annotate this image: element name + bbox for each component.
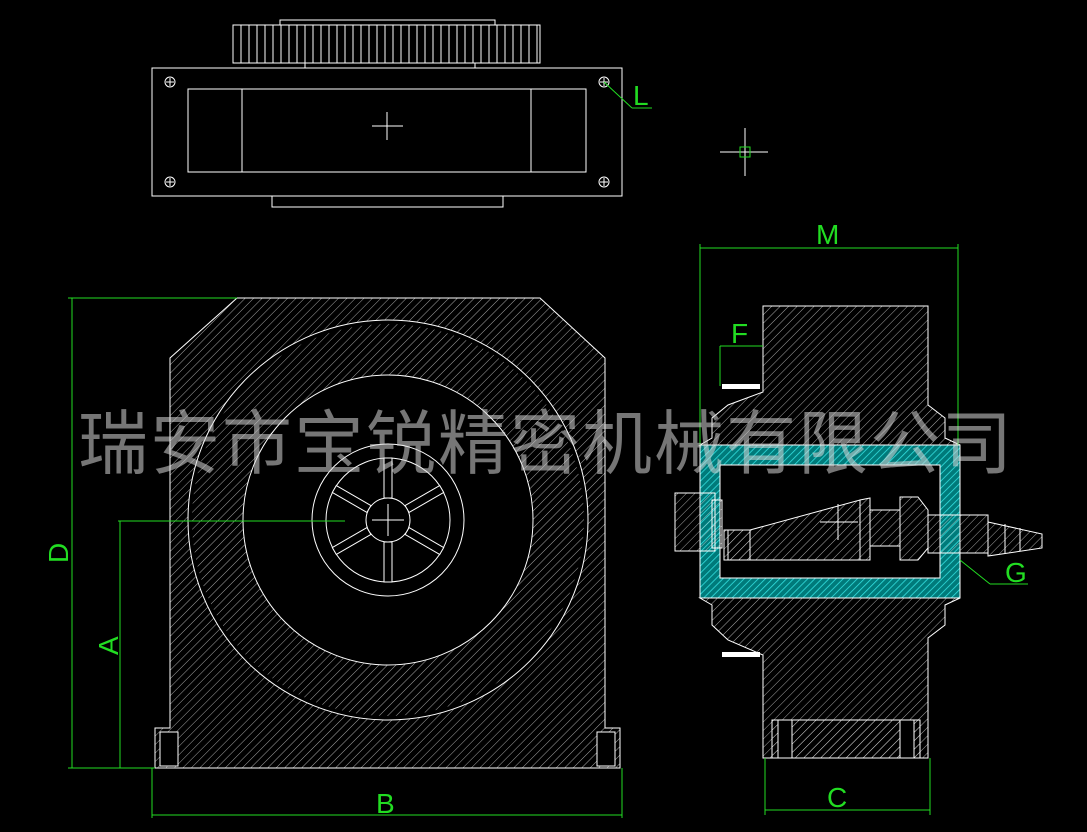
dimension-L: L [603,80,652,111]
top-view [151,19,623,208]
label-C: C [827,782,847,813]
dimension-F: F [719,318,763,386]
label-L: L [633,80,649,111]
corner-holes [164,76,610,188]
gear-teeth [240,25,538,63]
label-G: G [1005,557,1027,588]
dimension-G: G [959,557,1028,588]
dimension-B: B [151,768,623,819]
origin-marker [720,128,768,176]
label-F: F [731,318,748,349]
side-section-view [674,305,1043,759]
spoke-hub [331,457,445,583]
label-B: B [376,788,395,819]
label-A: A [93,636,124,655]
dimension-C: C [764,758,931,815]
label-D: D [43,543,74,563]
front-view [154,297,621,769]
dimension-D: D [43,297,237,769]
label-M: M [816,219,839,250]
dimension-M: M [699,219,959,445]
dimension-A: A [93,520,345,768]
